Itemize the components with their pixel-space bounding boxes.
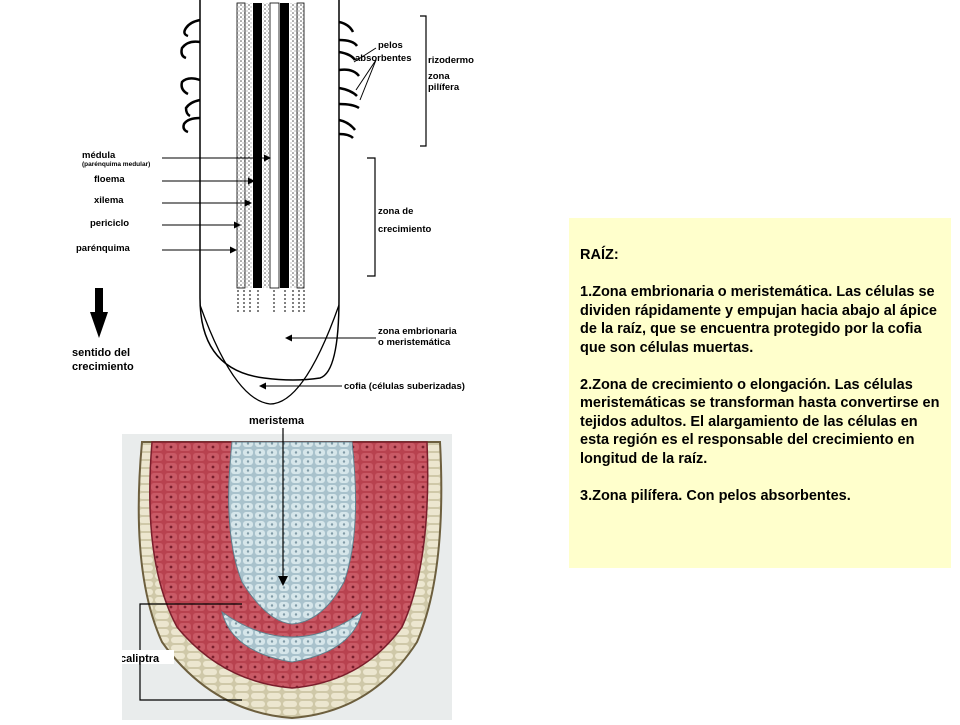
label-zona-pilifera-2: pilífera (428, 82, 460, 93)
label-floema: floema (94, 174, 125, 185)
down-arrow-icon (90, 288, 108, 338)
label-periciclo: periciclo (90, 218, 129, 229)
label-absorbentes: absorbentes (355, 53, 412, 64)
root-hairs-left (180, 18, 201, 134)
root-tip-micrograph: meristema caliptra (116, 412, 452, 720)
label-pelos: pelos (378, 40, 403, 51)
label-zona-crecimiento-2: crecimiento (378, 224, 432, 235)
tissue-arrows (162, 154, 376, 390)
meristem-tissue (228, 441, 357, 625)
label-zona-embrionaria-2: o meristemática (378, 337, 451, 348)
bracket-rizodermo (420, 15, 427, 147)
label-parenquima-medular: (parénquima medular) (82, 161, 150, 168)
label-sentido-1: sentido del (72, 347, 130, 359)
label-medula: médula (82, 150, 116, 161)
root-diagram-svg: pelos absorbentes rizodermo zona pilífer… (72, 0, 474, 405)
label-zona-embrionaria-1: zona embrionaria (378, 326, 457, 337)
vascular-cylinder (236, 2, 305, 312)
columella-tissue (221, 610, 363, 663)
root-cap-cofia (199, 304, 340, 405)
textbox-paragraph-2: 2.Zona de crecimiento o elongación. Las … (580, 376, 940, 467)
textbox-paragraph-1: 1.Zona embrionaria o meristemática. Las … (580, 284, 937, 356)
label-rizodermo: rizodermo (428, 55, 474, 66)
label-parenquima: parénquima (76, 243, 131, 254)
bracket-crecimiento (367, 157, 376, 277)
label-meristema: meristema (249, 415, 305, 427)
label-caliptra: caliptra (122, 653, 160, 665)
label-sentido-2: crecimiento (72, 361, 134, 373)
micrograph-svg: meristema caliptra (116, 412, 452, 720)
root-diagram: pelos absorbentes rizodermo zona pilífer… (64, 0, 490, 412)
label-cofia: cofia (células suberizadas) (344, 381, 465, 392)
label-xilema: xilema (94, 195, 124, 206)
description-textbox: RAÍZ: 1.Zona embrionaria o meristemática… (569, 218, 951, 568)
root-hairs-right (338, 20, 360, 139)
label-zona-crecimiento-1: zona de (378, 206, 413, 217)
root-outline (199, 0, 340, 381)
textbox-title: RAÍZ: (580, 247, 619, 263)
label-zona-pilifera-1: zona (428, 71, 450, 82)
textbox-paragraph-3: 3.Zona pilífera. Con pelos absorbentes. (580, 487, 851, 504)
